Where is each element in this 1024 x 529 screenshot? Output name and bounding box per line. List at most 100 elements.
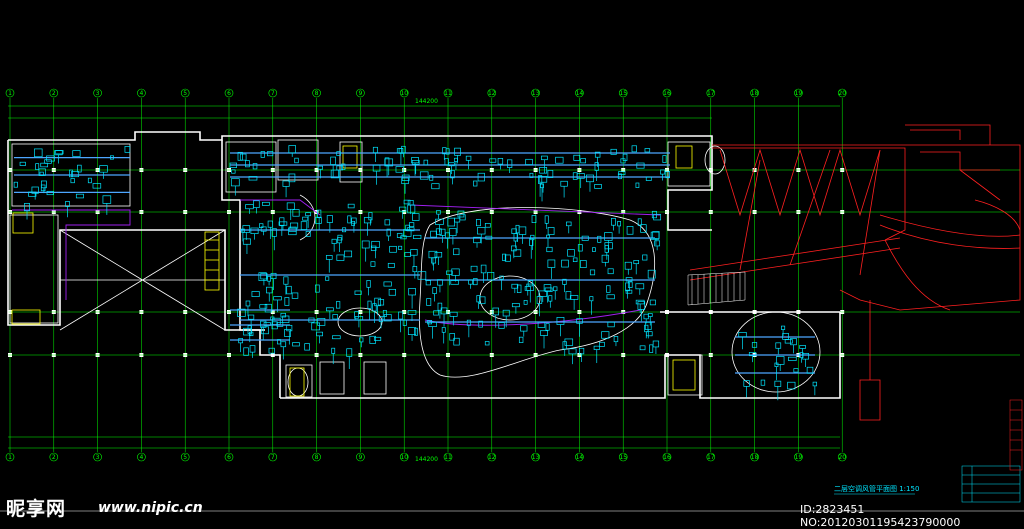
- duct-diffuser: [518, 336, 524, 343]
- overall-dimension-bottom: 144200: [415, 456, 438, 463]
- duct-diffuser: [109, 155, 114, 160]
- duct-diffuser: [398, 245, 403, 250]
- grid-label-3: 3: [96, 454, 100, 461]
- duct-diffuser: [268, 347, 275, 354]
- duct-diffuser: [260, 151, 265, 158]
- duct-diffuser: [431, 183, 440, 190]
- duct-diffuser: [243, 347, 249, 356]
- grid-bubble-16: [662, 452, 672, 462]
- duct-diffuser: [788, 356, 797, 361]
- duct-diffuser: [511, 228, 517, 234]
- duct-diffuser: [539, 167, 548, 174]
- grid-label-8: 8: [315, 454, 319, 461]
- grid-label-12: 12: [488, 454, 496, 461]
- duct-diffuser: [351, 221, 355, 226]
- duct-diffuser: [382, 309, 387, 317]
- duct-diffuser: [545, 323, 550, 331]
- duct-diffuser: [606, 294, 615, 300]
- duct-diffuser: [537, 321, 546, 328]
- duct-diffuser: [578, 347, 585, 355]
- duct-diffuser: [249, 331, 254, 337]
- duct-diffuser: [625, 277, 633, 282]
- duct-diffuser: [46, 190, 54, 196]
- grid-label-13: 13: [532, 454, 540, 461]
- duct-diffuser: [258, 272, 267, 281]
- duct-diffuser: [277, 339, 282, 345]
- duct-diffuser: [433, 310, 439, 316]
- duct-diffuser: [650, 231, 660, 240]
- duct-diffuser: [288, 173, 296, 183]
- duct-diffuser: [644, 148, 651, 153]
- grid-label-16: 16: [663, 454, 671, 461]
- duct-diffuser: [55, 150, 64, 155]
- duct-diffuser: [336, 151, 341, 156]
- duct-diffuser: [523, 300, 528, 305]
- duct-diffuser: [516, 284, 522, 293]
- duct-diffuser: [124, 146, 131, 153]
- duct-diffuser: [239, 153, 247, 161]
- duct-diffuser: [243, 327, 252, 336]
- grid-label-3: 3: [96, 90, 100, 97]
- duct-diffuser: [647, 269, 656, 279]
- duct-diffuser: [473, 278, 478, 286]
- duct-diffuser: [429, 174, 434, 181]
- duct-diffuser: [476, 219, 481, 227]
- grid-bubble-14: [575, 88, 584, 98]
- duct-diffuser: [636, 162, 645, 169]
- grid-label-7: 7: [271, 454, 275, 461]
- duct-diffuser: [627, 281, 633, 288]
- grid-bubble-8: [312, 452, 321, 462]
- duct-diffuser: [546, 246, 553, 253]
- duct-diffuser: [425, 280, 431, 286]
- grid-label-18: 18: [751, 454, 759, 461]
- duct-diffuser: [75, 193, 84, 199]
- duct-diffuser: [291, 292, 299, 299]
- duct-diffuser: [645, 176, 652, 181]
- duct-diffuser: [288, 227, 297, 236]
- duct-diffuser: [580, 260, 587, 268]
- grid-bubble-7: [268, 88, 278, 98]
- duct-diffuser: [459, 214, 466, 221]
- duct-diffuser: [354, 290, 362, 295]
- grid-bubble-5: [180, 452, 190, 462]
- grid-bubble-3: [93, 88, 102, 98]
- duct-diffuser: [300, 221, 308, 230]
- duct-diffuser: [625, 289, 633, 294]
- grid-label-2: 2: [52, 90, 56, 97]
- watermark-id: ID:2823451 NO:20120301195423790000: [800, 503, 961, 529]
- grid-label-20: 20: [838, 90, 846, 97]
- duct-diffuser: [572, 257, 578, 262]
- grid-bubble-10: [399, 452, 409, 462]
- duct-diffuser: [412, 213, 420, 221]
- duct-diffuser: [649, 344, 654, 353]
- duct-diffuser: [389, 245, 397, 253]
- duct-diffuser: [38, 168, 46, 176]
- duct-diffuser: [639, 345, 646, 351]
- duct-diffuser: [354, 311, 359, 319]
- duct-diffuser: [69, 169, 73, 178]
- duct-diffuser: [577, 244, 583, 252]
- duct-diffuser: [383, 281, 392, 287]
- duct-diffuser: [403, 229, 412, 237]
- duct-diffuser: [544, 287, 553, 292]
- duct-diffuser: [383, 314, 392, 322]
- grid-label-15: 15: [619, 454, 627, 461]
- duct-diffuser: [387, 262, 395, 268]
- duct-diffuser: [751, 342, 758, 348]
- grid-label-14: 14: [576, 454, 584, 461]
- grid-bubble-14: [575, 452, 584, 462]
- grid-label-18: 18: [751, 90, 759, 97]
- grid-label-6: 6: [227, 454, 231, 461]
- grid-bubble-18: [750, 88, 759, 98]
- duct-diffuser: [284, 297, 290, 306]
- grid-label-20: 20: [838, 454, 846, 461]
- dimension-lines: [8, 105, 1020, 449]
- duct-diffuser: [498, 322, 505, 329]
- duct-diffuser: [34, 148, 43, 158]
- grid-bubble-4: [137, 452, 146, 462]
- grid-label-2: 2: [52, 454, 56, 461]
- grid-label-11: 11: [444, 90, 452, 97]
